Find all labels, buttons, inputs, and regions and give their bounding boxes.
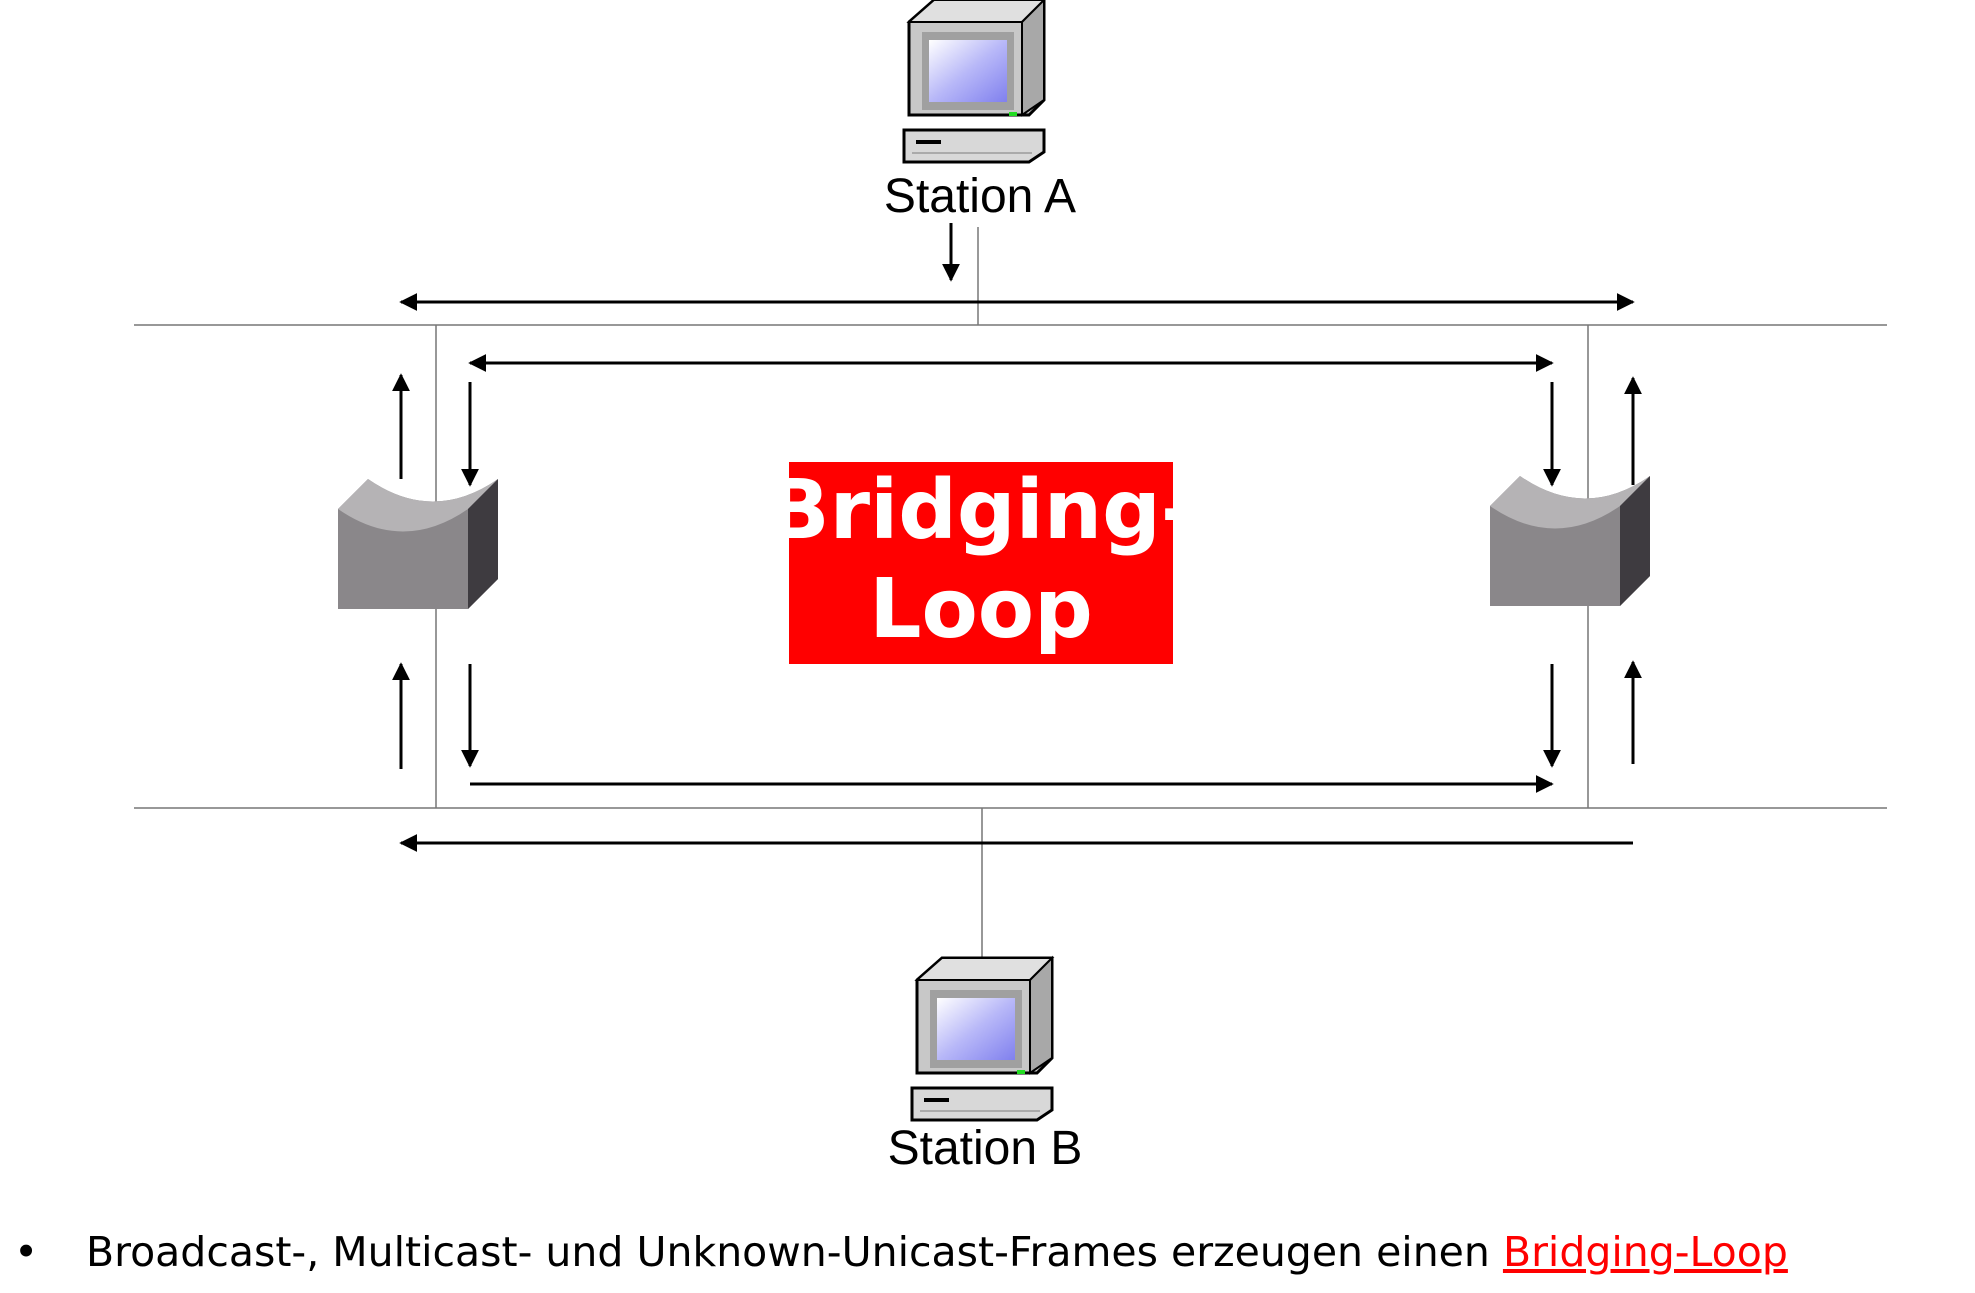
station-a-computer-icon bbox=[902, 0, 1046, 164]
loop-label-line1: Bridging- bbox=[767, 463, 1195, 558]
station-b-computer-icon bbox=[910, 956, 1054, 1122]
bullet-text: Broadcast-, Multicast- und Unknown-Unica… bbox=[86, 1228, 1503, 1276]
bullet-point: • Broadcast-, Multicast- und Unknown-Unic… bbox=[14, 1228, 1788, 1276]
station-a-label: Station A bbox=[884, 170, 1076, 223]
loop-label-line2: Loop bbox=[869, 562, 1093, 657]
station-b-label: Station B bbox=[888, 1122, 1083, 1175]
frame-flow-arrows bbox=[392, 223, 1642, 852]
bridging-loop-badge bbox=[789, 462, 1173, 664]
right-bridge-icon bbox=[1490, 476, 1650, 606]
bullet-marker: • bbox=[14, 1228, 39, 1276]
left-bridge-icon bbox=[338, 479, 498, 609]
bridging-loop-link[interactable]: Bridging-Loop bbox=[1502, 1228, 1788, 1276]
